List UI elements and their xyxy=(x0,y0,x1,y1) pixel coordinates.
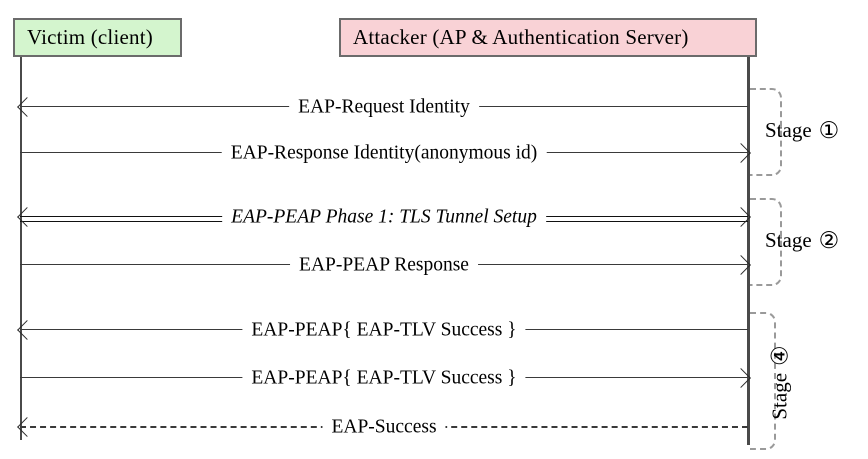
message-row-1: EAP-Request Identity xyxy=(17,90,748,124)
stage-number-4-icon: ④ xyxy=(767,345,793,366)
participant-box-victim: Victim (client) xyxy=(13,18,182,57)
arrowhead-left-icon xyxy=(17,207,37,227)
message-row-7: EAP-Success xyxy=(17,410,748,444)
stage-label-4: Stage ④ xyxy=(768,318,793,448)
lifeline-attacker xyxy=(747,57,750,445)
message-row-3: EAP-PEAP Phase 1: TLS Tunnel Setup xyxy=(17,200,751,234)
message-row-2: EAP-Response Identity(anonymous id) xyxy=(20,136,751,170)
message-label-6: EAP-PEAP{ EAP-TLV Success } xyxy=(242,368,526,388)
participant-label-victim: Victim (client) xyxy=(27,25,153,49)
stage-label-1: Stage ① xyxy=(765,118,839,143)
message-row-5: EAP-PEAP{ EAP-TLV Success } xyxy=(17,313,748,347)
stage-bracket-2 xyxy=(750,198,782,286)
arrowhead-left-icon xyxy=(17,97,37,117)
message-row-4: EAP-PEAP Response xyxy=(20,248,751,282)
message-label-1: EAP-Request Identity xyxy=(289,97,479,117)
arrowhead-right-icon xyxy=(731,368,751,388)
message-label-5: EAP-PEAP{ EAP-TLV Success } xyxy=(242,320,526,340)
stage-bracket-4 xyxy=(750,312,776,450)
arrowhead-right-icon xyxy=(731,255,751,275)
message-label-4: EAP-PEAP Response xyxy=(290,255,478,275)
message-label-3: EAP-PEAP Phase 1: TLS Tunnel Setup xyxy=(222,207,546,227)
stage-label-2-text: Stage xyxy=(765,228,812,252)
arrowhead-right-icon xyxy=(731,143,751,163)
arrowhead-right-icon xyxy=(731,207,751,227)
stage-number-1-icon: ① xyxy=(818,118,840,143)
message-label-2: EAP-Response Identity(anonymous id) xyxy=(221,143,547,163)
stage-number-2-icon: ② xyxy=(818,228,840,253)
message-label-7: EAP-Success xyxy=(322,417,446,437)
stage-label-1-text: Stage xyxy=(765,118,812,142)
arrowhead-left-icon xyxy=(17,417,37,437)
stage-label-2: Stage ② xyxy=(765,228,839,253)
lifeline-victim xyxy=(20,57,22,440)
stage-label-4-text: Stage xyxy=(767,372,792,420)
stage-bracket-1 xyxy=(750,88,782,176)
arrowhead-left-icon xyxy=(17,320,37,340)
message-row-6: EAP-PEAP{ EAP-TLV Success } xyxy=(20,361,751,395)
participant-label-attacker: Attacker (AP & Authentication Server) xyxy=(353,25,689,49)
participant-box-attacker: Attacker (AP & Authentication Server) xyxy=(339,18,757,57)
